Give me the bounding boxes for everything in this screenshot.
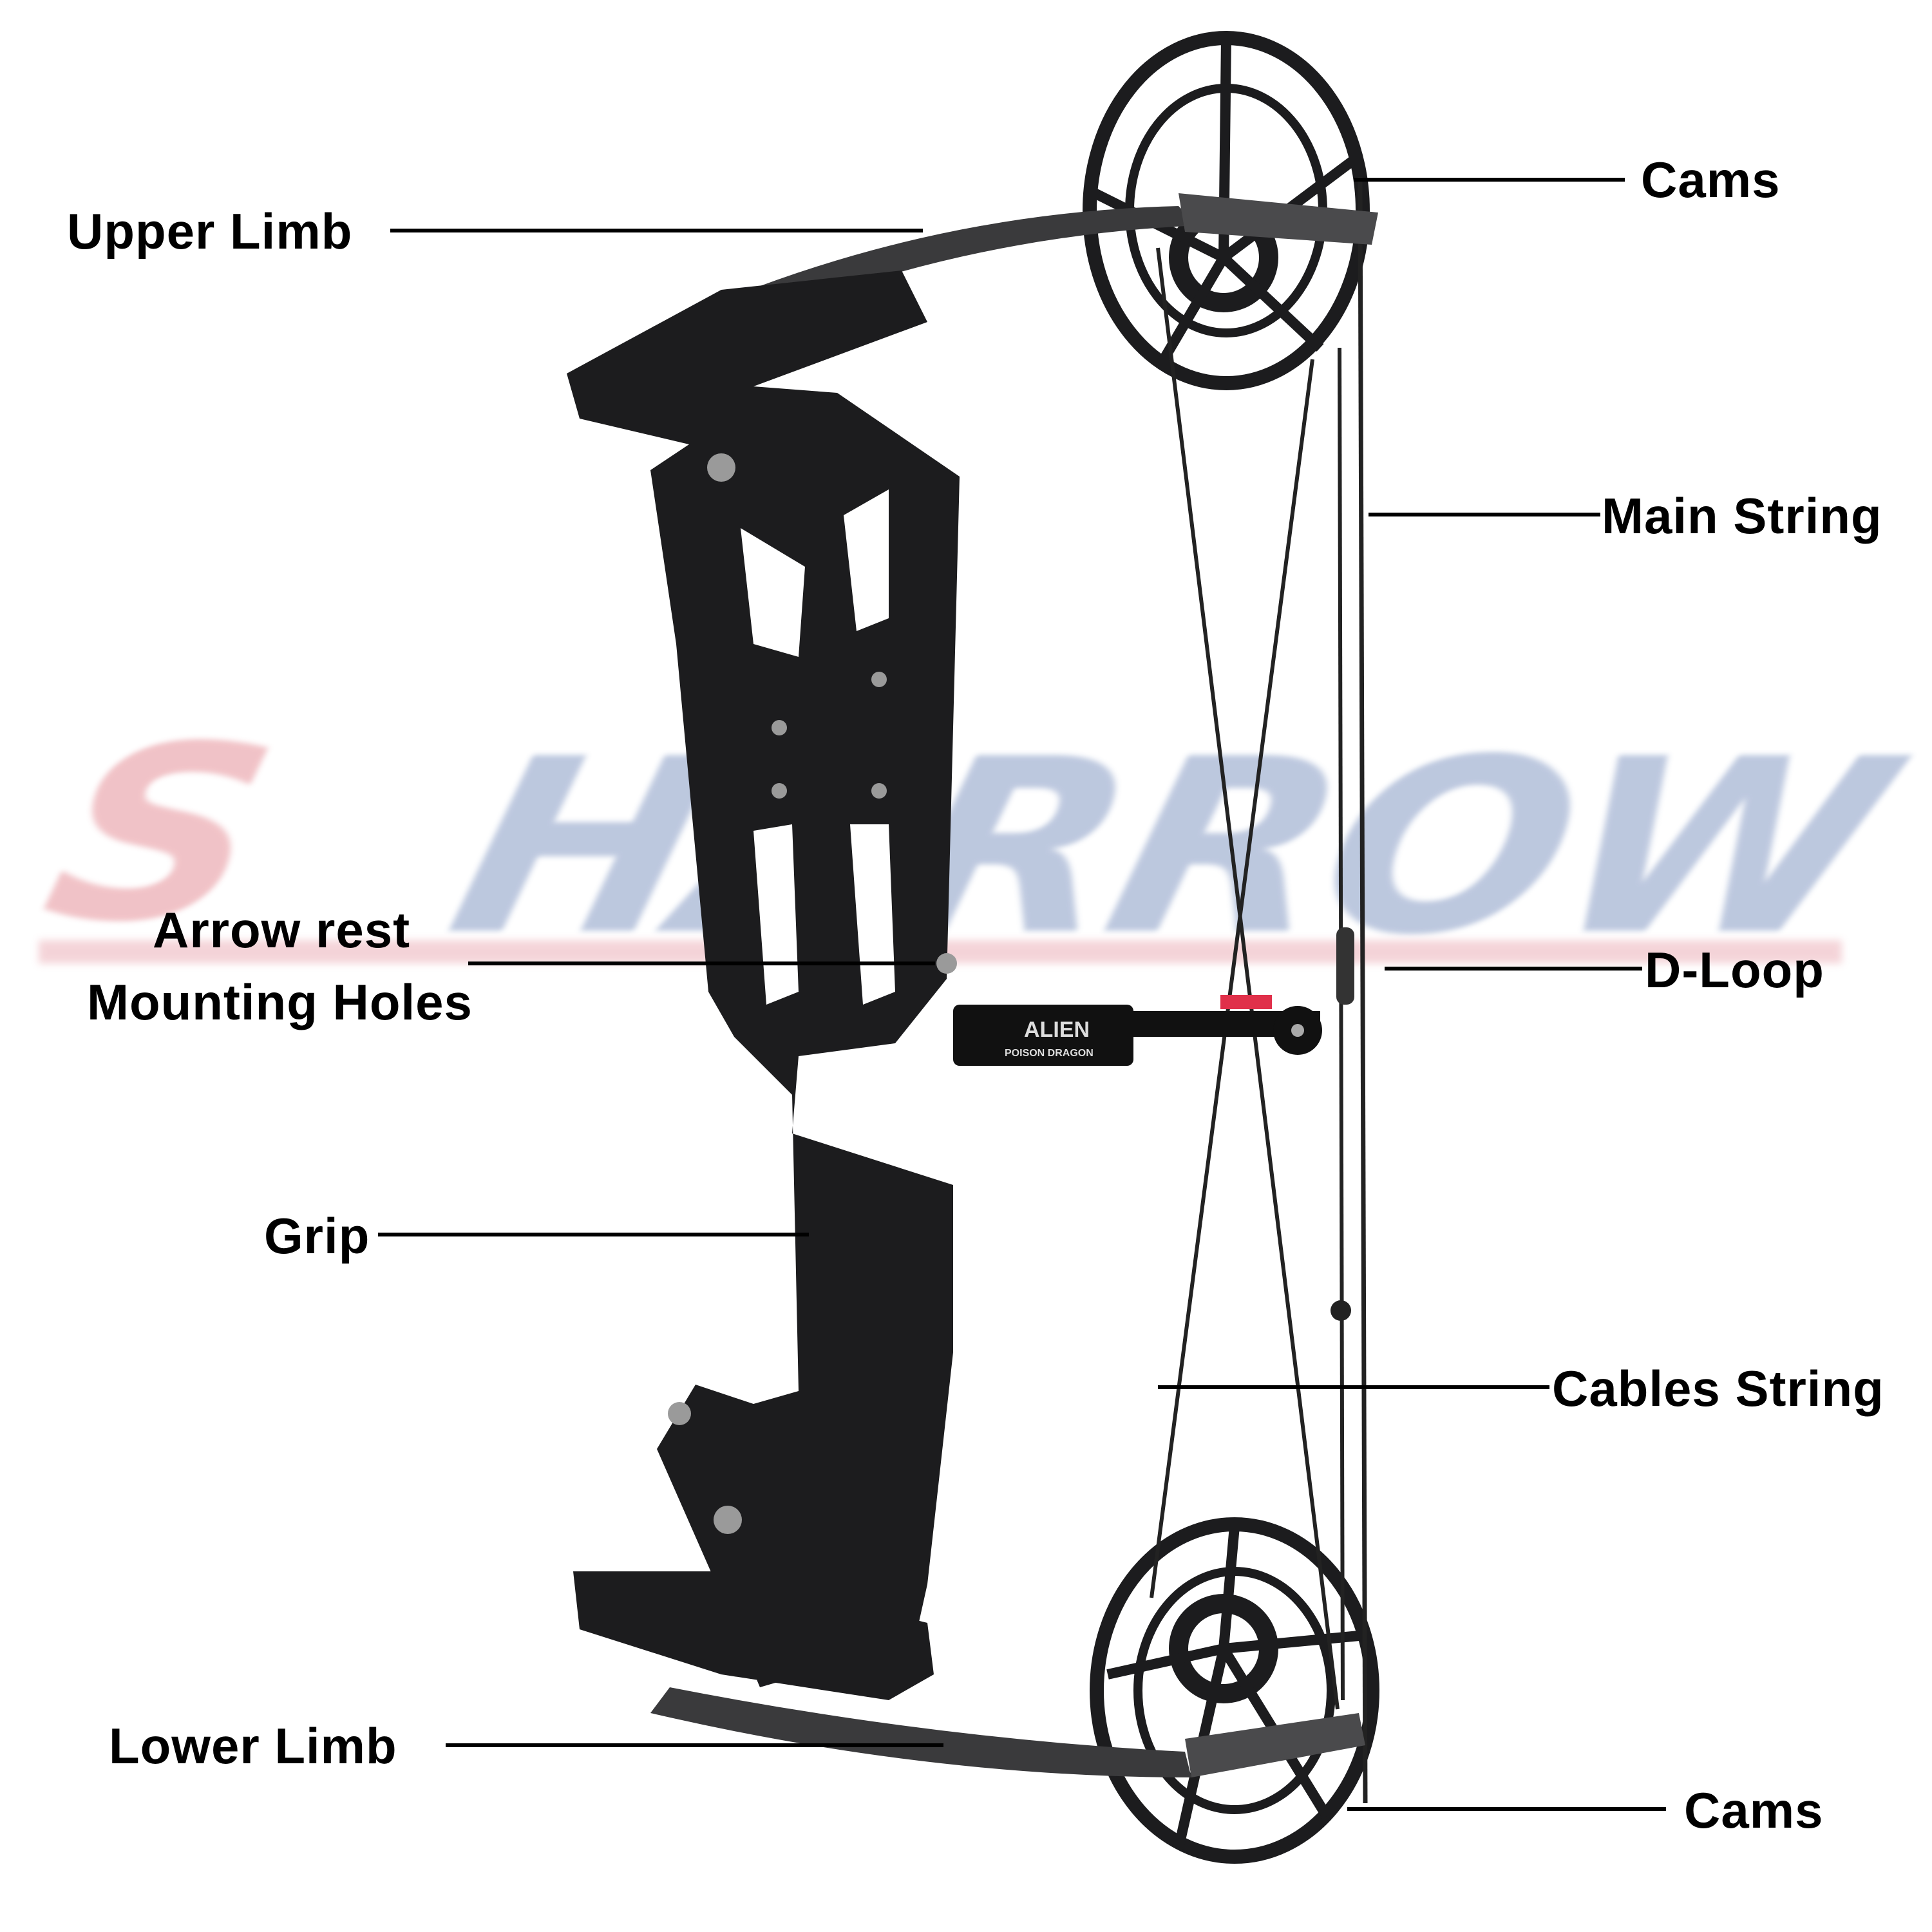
label-main-string: Main String [1602, 488, 1882, 544]
leader-cables-string [1158, 1385, 1549, 1389]
leader-main-string [1368, 513, 1600, 516]
leader-grip [378, 1233, 809, 1236]
poison-dragon-logo: POISON DRAGON [1005, 1048, 1094, 1059]
leader-lower-limb [446, 1743, 943, 1747]
riser [567, 270, 960, 1687]
d-loop [1336, 927, 1354, 1005]
label-d-loop: D-Loop [1645, 942, 1824, 998]
label-mounting-holes: Mounting Holes [87, 974, 473, 1030]
label-grip: Grip [264, 1208, 370, 1264]
lower-limb-tip [1185, 1713, 1365, 1777]
lower-cam [1090, 1517, 1379, 1864]
label-upper-limb: Upper Limb [67, 203, 353, 260]
lower-limb [650, 1687, 1191, 1777]
mounting-holes [668, 453, 957, 1534]
leader-cams-bottom [1347, 1807, 1666, 1811]
leader-arrow-rest [468, 961, 935, 965]
alien-logo: ALIEN [1024, 1018, 1090, 1042]
leader-upper-limb [390, 229, 923, 232]
label-arrow-rest: Arrow rest [153, 902, 411, 958]
riser-cutouts [741, 489, 895, 1005]
label-cams-top: Cams [1641, 151, 1781, 208]
leader-d-loop [1385, 967, 1642, 971]
leader-cams-top [1354, 178, 1625, 182]
label-cams-bottom: Cams [1684, 1782, 1824, 1839]
label-lower-limb: Lower Limb [109, 1718, 397, 1774]
lower-limb-pocket [573, 1571, 934, 1700]
upper-limb-tip [1179, 193, 1378, 245]
label-cables-string: Cables String [1552, 1360, 1884, 1417]
strings [1150, 176, 1368, 1804]
string-silencer [1331, 1300, 1351, 1321]
arrow-rest: ALIEN POISON DRAGON [953, 995, 1322, 1066]
